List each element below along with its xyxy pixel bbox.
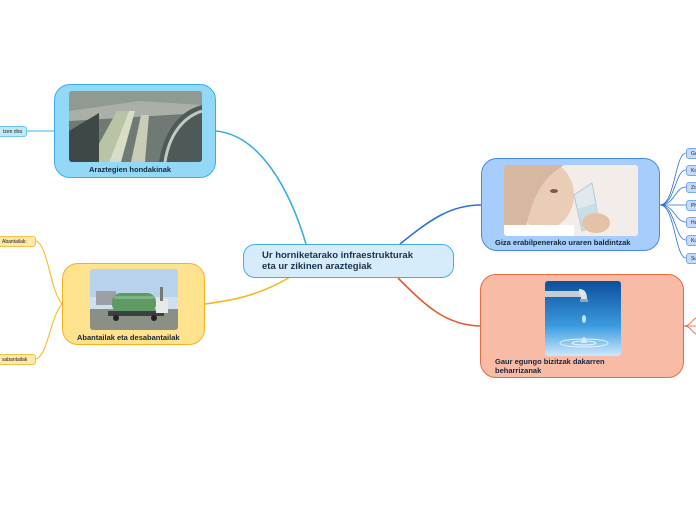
abantailak-label: Abantailak eta desabantailak [77, 333, 180, 342]
water-tank-truck-image [90, 269, 178, 330]
central-topic-line1: Ur horniketarako infraestrukturak [262, 250, 453, 261]
link-central-abantailak [205, 277, 290, 304]
giza-child-6[interactable]: Ku [686, 235, 696, 246]
central-topic[interactable]: Ur horniketarako infraestrukturak eta ur… [243, 244, 454, 278]
giza-child-4[interactable]: Ph [686, 200, 696, 211]
links-gaur-children [684, 318, 696, 334]
araztegien-label: Araztegien hondakinak [89, 165, 171, 174]
topic-abantailak-desabantailak[interactable]: Abantailak eta desabantailak [62, 263, 205, 345]
araztegien-child-topic[interactable]: tzen dira [0, 126, 27, 137]
link-abantailak-top [36, 241, 62, 304]
gaur-label-line2: beharrizanak [495, 366, 541, 375]
topic-gaur-egungo-beharrizanak[interactable]: Gaur egungo bizitzak dakarren beharrizan… [480, 274, 684, 378]
giza-child-5[interactable]: Ha [686, 217, 696, 228]
topic-araztegien-hondakinak[interactable]: Araztegien hondakinak [54, 84, 216, 178]
link-central-araztegien [216, 131, 306, 244]
central-topic-line2: eta ur zikinen araztegiak [262, 261, 453, 272]
link-central-gaur [398, 278, 480, 326]
abantailak-child-top[interactable]: Abantailak: [0, 236, 36, 247]
links-giza-children [660, 153, 686, 258]
gaur-label-line1: Gaur egungo bizitzak dakarren [495, 357, 605, 366]
abantailak-child-bottom[interactable]: sabantailak [0, 354, 36, 365]
giza-child-3[interactable]: Zo [686, 182, 696, 193]
woman-drinking-water-image [504, 165, 638, 236]
link-abantailak-bottom [36, 304, 62, 359]
topic-giza-erabilpenerako[interactable]: Giza erabilpenerako uraren baldintzak [481, 158, 660, 251]
wastewater-plant-image [69, 91, 202, 162]
giza-child-7[interactable]: Su [686, 253, 696, 264]
giza-child-1[interactable]: Gu [686, 148, 696, 159]
link-central-giza [400, 205, 481, 244]
water-tap-image [545, 281, 621, 356]
giza-child-2[interactable]: Ko [686, 165, 696, 176]
giza-label: Giza erabilpenerako uraren baldintzak [495, 238, 630, 247]
